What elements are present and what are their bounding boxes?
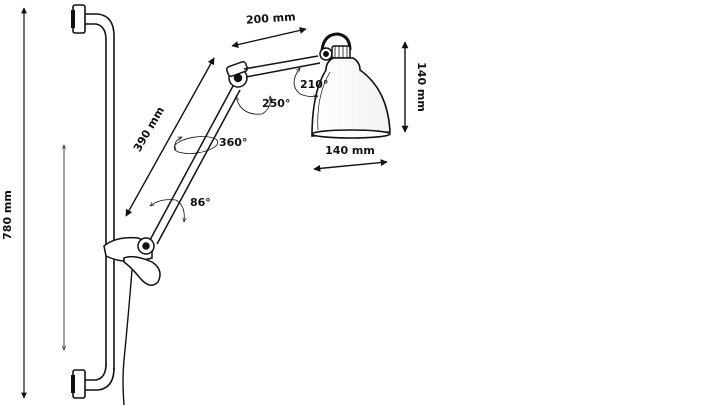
power-cable	[122, 269, 133, 405]
arm-swivel-label: 360°	[219, 136, 247, 149]
rail-clamp	[103, 236, 161, 286]
elbow-rotation-label: 250°	[262, 97, 290, 110]
shade-width-dimension: 140 mm	[313, 144, 388, 172]
shade-rotation-label: 210°	[300, 78, 328, 91]
wall-rail	[71, 4, 115, 399]
base-pivot-indicator: 86°	[150, 196, 211, 222]
lamp-shade	[311, 57, 391, 139]
lower-arm-length-label: 390 mm	[131, 104, 167, 154]
arm-swivel-indicator: 360°	[173, 136, 247, 154]
shade-width-label: 140 mm	[325, 144, 375, 157]
shade-height-label: 140 mm	[415, 62, 428, 112]
shade-rotation-indicator: 210°	[293, 68, 328, 97]
upper-arm-length-label: 200 mm	[246, 10, 297, 26]
upper-arm-dimension: 200 mm	[231, 10, 307, 49]
overall-height-label: 780 mm	[1, 190, 14, 240]
base-pivot-label: 86°	[190, 196, 211, 209]
upper-arm	[243, 55, 321, 78]
overall-height-dimension: 780 mm	[1, 7, 27, 399]
lower-arm-dimension: 390 mm	[125, 57, 215, 217]
shade-height-dimension: 140 mm	[401, 41, 428, 133]
elbow-rotation-indicator: 250°	[236, 96, 290, 115]
elbow-joint	[225, 60, 249, 88]
shade-pivot	[319, 32, 352, 61]
